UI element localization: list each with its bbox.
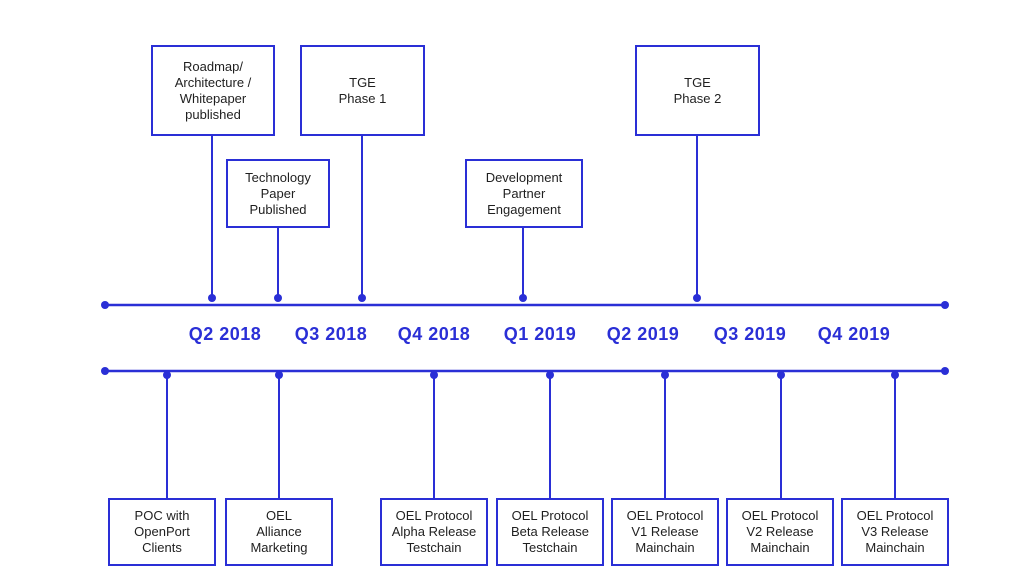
quarter-label: Q3 2018 xyxy=(294,324,368,344)
connector-development-partner xyxy=(519,227,527,302)
milestone-technology-paper-box: Technology Paper Published xyxy=(226,159,330,228)
quarter-label: Q3 2019 xyxy=(713,324,787,344)
connector-tge-phase-2 xyxy=(693,135,701,302)
milestone-alpha-box: OEL Protocol Alpha Release Testchain xyxy=(380,498,488,566)
quarter-label: Q2 2018 xyxy=(188,324,262,344)
connector-v1 xyxy=(661,371,669,499)
connector-alliance xyxy=(275,371,283,499)
lower-axis-end-dot xyxy=(941,367,949,375)
milestone-v1-box: OEL Protocol V1 Release Mainchain xyxy=(611,498,719,566)
upper-axis-start-dot xyxy=(101,301,109,309)
milestone-v2-box: OEL Protocol V2 Release Mainchain xyxy=(726,498,834,566)
connector-technology-paper xyxy=(274,227,282,302)
quarter-label: Q4 2018 xyxy=(397,324,471,344)
lower-axis-start-dot xyxy=(101,367,109,375)
upper-axis-end-dot xyxy=(941,301,949,309)
connector-beta xyxy=(546,371,554,499)
connector-tge-phase-1 xyxy=(358,135,366,302)
connector-v2 xyxy=(777,371,785,499)
milestone-v3-box: OEL Protocol V3 Release Mainchain xyxy=(841,498,949,566)
milestone-tge-phase-2-box: TGE Phase 2 xyxy=(635,45,760,136)
milestone-alliance-box: OEL Alliance Marketing xyxy=(225,498,333,566)
quarter-label: Q1 2019 xyxy=(503,324,577,344)
connector-v3 xyxy=(891,371,899,499)
milestone-beta-box: OEL Protocol Beta Release Testchain xyxy=(496,498,604,566)
connector-alpha xyxy=(430,371,438,499)
milestone-roadmap-box: Roadmap/ Architecture / Whitepaper publi… xyxy=(151,45,275,136)
milestone-poc-box: POC with OpenPort Clients xyxy=(108,498,216,566)
milestone-development-partner-box: Development Partner Engagement xyxy=(465,159,583,228)
quarter-label: Q4 2019 xyxy=(817,324,891,344)
quarter-label: Q2 2019 xyxy=(606,324,680,344)
connector-roadmap xyxy=(208,135,216,302)
milestone-tge-phase-1-box: TGE Phase 1 xyxy=(300,45,425,136)
connector-poc xyxy=(163,371,171,499)
